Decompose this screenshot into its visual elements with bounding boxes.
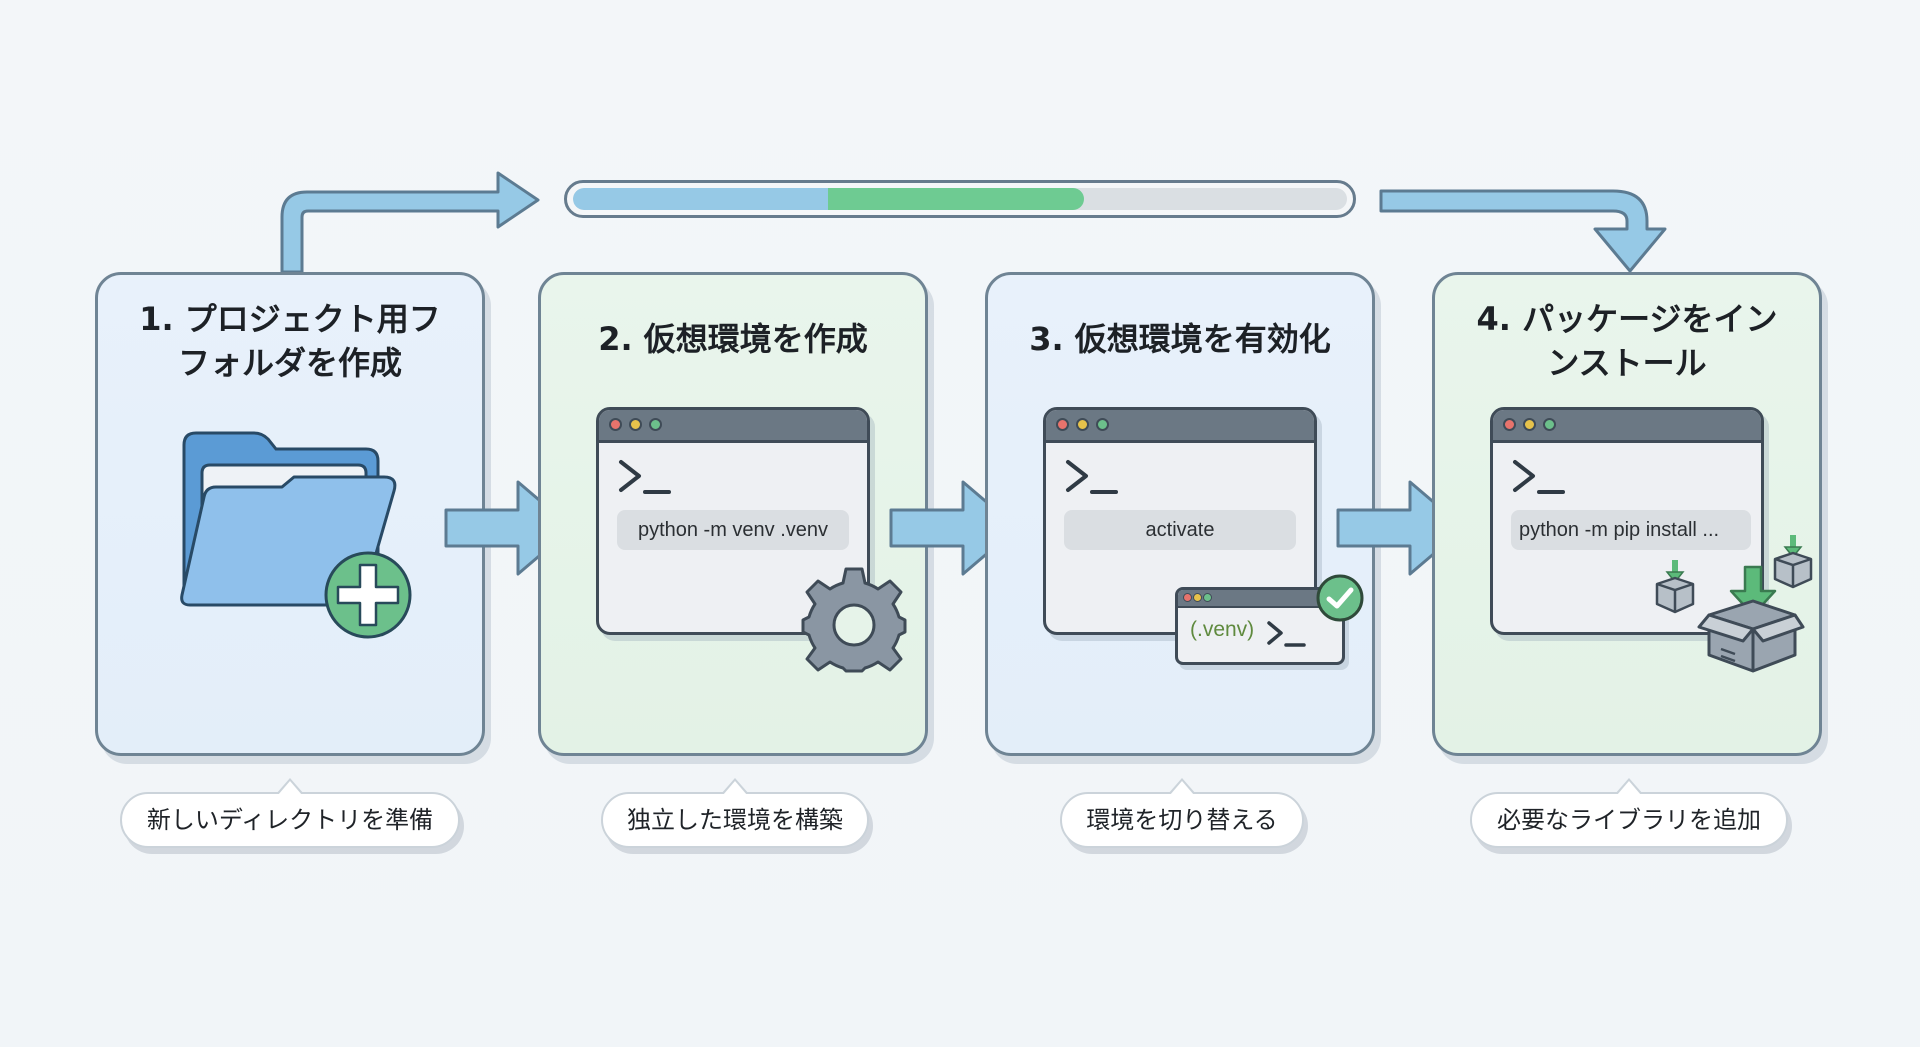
command-text: activate (1064, 510, 1296, 550)
maximize-dot-icon (1096, 418, 1109, 431)
terminal-prompt-icon (1267, 621, 1306, 647)
step-1-caption: 新しいディレクトリを準備 (120, 778, 460, 848)
terminal-window: python -m pip install ... (1490, 407, 1764, 635)
progress-track (573, 188, 1347, 210)
minimize-dot-icon (1076, 418, 1089, 431)
route-arrow-to-step-4 (1379, 189, 1667, 273)
terminal-title-bar (1178, 590, 1342, 608)
gear-icon (801, 567, 907, 673)
close-dot-icon (609, 418, 622, 431)
terminal-prompt-icon (1066, 460, 1118, 494)
maximize-dot-icon (649, 418, 662, 431)
step-4-caption: 必要なライブラリを追加 (1470, 778, 1788, 848)
package-small-icon (1773, 535, 1813, 589)
step-3-caption: 環境を切り替える (1060, 778, 1304, 848)
step-card-1: 1. プロジェクト用フ フォルダを作成 (95, 272, 485, 756)
package-small-icon (1655, 560, 1695, 614)
maximize-dot-icon (1203, 593, 1212, 602)
step-card-2: 2. 仮想環境を作成 python -m venv .venv (538, 272, 928, 756)
close-dot-icon (1056, 418, 1069, 431)
step-2-title-line-1: 2. 仮想環境を作成 (598, 320, 868, 358)
step-4-title-line-2: ンストール (1547, 344, 1707, 382)
command-text: python -m pip install ... (1511, 510, 1751, 550)
close-dot-icon (1503, 418, 1516, 431)
venv-prompt-label: (.venv) (1190, 618, 1255, 641)
check-badge-icon (1316, 574, 1364, 622)
step-1-title-line-2: フォルダを作成 (177, 344, 402, 382)
step-2-caption-text: 独立した環境を構築 (627, 806, 843, 834)
terminal-window: python -m venv .venv (596, 407, 870, 635)
step-1-title-line-1: 1. プロジェクト用フ (139, 300, 441, 338)
maximize-dot-icon (1543, 418, 1556, 431)
step-2-caption: 独立した環境を構築 (601, 778, 869, 848)
terminal-title-bar (1493, 410, 1761, 443)
bubble-pointer (721, 778, 749, 795)
terminal-prompt-icon (619, 460, 671, 494)
step-card-4: 4. パッケージをイン ンストール python -m pip install … (1432, 272, 1822, 756)
command-text: python -m venv .venv (617, 510, 849, 550)
bubble-pointer (276, 778, 304, 795)
progress-segment-current (828, 188, 1084, 210)
close-dot-icon (1183, 593, 1192, 602)
bubble-pointer (1168, 778, 1196, 795)
route-arrow-to-progress (280, 171, 540, 274)
minimize-dot-icon (1193, 593, 1202, 602)
progress-segment-completed (573, 188, 829, 210)
bubble-pointer (1615, 778, 1643, 795)
folder-plus-icon (180, 431, 412, 639)
step-3-title-line-1: 3. 仮想環境を有効化 (1029, 320, 1331, 358)
minimize-dot-icon (1523, 418, 1536, 431)
step-4-title-line-1: 4. パッケージをイン (1476, 300, 1778, 338)
activated-terminal-window: (.venv) (1175, 587, 1345, 665)
step-1-title: 1. プロジェクト用フ フォルダを作成 (98, 297, 482, 385)
step-4-title: 4. パッケージをイン ンストール (1435, 297, 1819, 385)
terminal-title-bar (599, 410, 867, 443)
plus-badge-icon (324, 551, 412, 639)
step-3-title: 3. 仮想環境を有効化 (988, 317, 1372, 361)
step-1-caption-text: 新しいディレクトリを準備 (146, 806, 434, 834)
terminal-title-bar (1046, 410, 1314, 443)
step-2-title: 2. 仮想環境を作成 (541, 317, 925, 361)
minimize-dot-icon (629, 418, 642, 431)
step-3-caption-text: 環境を切り替える (1086, 806, 1278, 834)
step-card-3: 3. 仮想環境を有効化 activate (.venv) (985, 272, 1375, 756)
terminal-prompt-icon (1513, 460, 1565, 494)
step-4-caption-text: 必要なライブラリを追加 (1497, 806, 1761, 834)
progress-bar (564, 180, 1356, 218)
package-download-icon (1697, 565, 1805, 673)
